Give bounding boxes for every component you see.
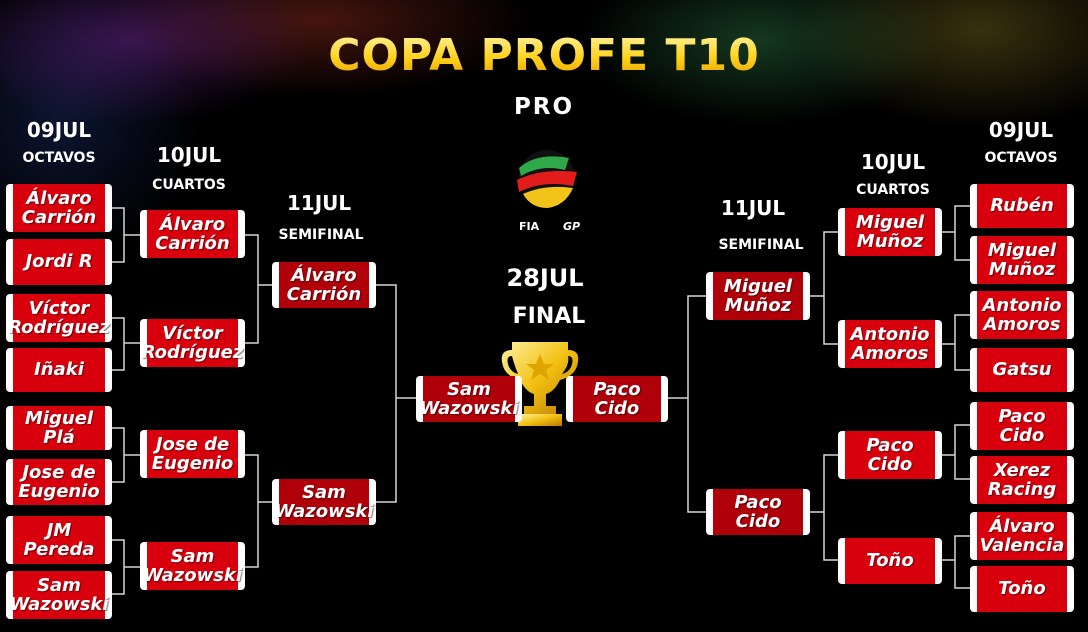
right-octavos-slot-3[interactable]: Antonio Amoros: [970, 291, 1074, 339]
left-cuartos-slot-1[interactable]: Álvaro Carrión: [140, 210, 245, 258]
gp-logo-text: GP: [563, 220, 580, 233]
final-date: 28JUL: [506, 264, 584, 292]
left-semi-label: SEMIFINAL: [278, 227, 364, 243]
left-octavos-date: 09JUL: [26, 118, 92, 142]
left-cuartos-label: CUARTOS: [152, 177, 226, 193]
left-octavos-label: OCTAVOS: [22, 150, 96, 166]
right-octavos-slot-1[interactable]: Rubén: [970, 184, 1074, 228]
left-cuartos-date: 10JUL: [156, 143, 222, 167]
final-slot-1[interactable]: Sam Wazowski: [416, 376, 522, 422]
right-cuartos-label: CUARTOS: [856, 182, 930, 198]
right-octavos-slot-2[interactable]: Miguel Muñoz: [970, 236, 1074, 284]
right-octavos-label: OCTAVOS: [984, 150, 1058, 166]
left-octavos-slot-5[interactable]: Miguel Plá: [6, 406, 112, 450]
right-cuartos-slot-2[interactable]: Antonio Amoros: [838, 320, 942, 368]
left-octavos-slot-7[interactable]: JM Pereda: [6, 516, 112, 564]
racing-logo-icon: FIA GP: [517, 150, 580, 233]
left-octavos-slot-1[interactable]: Álvaro Carrión: [6, 184, 112, 232]
trophy-icon: [501, 342, 579, 426]
left-cuartos-slot-2[interactable]: Víctor Rodríguez: [140, 319, 245, 367]
left-octavos-slot-3[interactable]: Víctor Rodríguez: [6, 294, 112, 342]
right-cuartos-date: 10JUL: [860, 150, 926, 174]
right-cuartos-slot-3[interactable]: Paco Cido: [838, 431, 942, 479]
left-octavos-slot-6[interactable]: Jose de Eugenio: [6, 459, 112, 505]
right-octavos-slot-8[interactable]: Toño: [970, 566, 1074, 612]
left-cuartos-slot-3[interactable]: Jose de Eugenio: [140, 430, 245, 478]
right-cuartos-slot-4[interactable]: Toño: [838, 538, 942, 584]
left-octavos-slot-8[interactable]: Sam Wazowski: [6, 571, 112, 619]
right-semi-slot-1[interactable]: Miguel Muñoz: [706, 272, 810, 320]
right-octavos-slot-5[interactable]: Paco Cido: [970, 402, 1074, 450]
fia-logo-text: FIA: [519, 220, 540, 233]
left-cuartos-slot-4[interactable]: Sam Wazowski: [140, 542, 245, 590]
category-subtitle: PRO: [513, 94, 575, 120]
right-semi-label: SEMIFINAL: [718, 237, 804, 253]
final-slot-2[interactable]: Paco Cido: [566, 376, 668, 422]
right-octavos-date: 09JUL: [988, 118, 1054, 142]
left-octavos-slot-4[interactable]: Iñaki: [6, 348, 112, 392]
left-semi-slot-1[interactable]: Álvaro Carrión: [272, 262, 376, 308]
right-semi-date: 11JUL: [720, 196, 786, 220]
right-cuartos-slot-1[interactable]: Miguel Muñoz: [838, 208, 942, 256]
page-title: COPA PROFE T10: [0, 30, 1088, 81]
right-octavos-slot-4[interactable]: Gatsu: [970, 348, 1074, 392]
right-octavos-slot-6[interactable]: Xerez Racing: [970, 456, 1074, 504]
final-label: FINAL: [512, 304, 586, 329]
right-semi-slot-2[interactable]: Paco Cido: [706, 489, 810, 535]
right-octavos-slot-7[interactable]: Álvaro Valencia: [970, 512, 1074, 560]
left-semi-date: 11JUL: [286, 191, 352, 215]
left-octavos-slot-2[interactable]: Jordi R: [6, 239, 112, 285]
left-semi-slot-2[interactable]: Sam Wazowski: [272, 479, 376, 525]
